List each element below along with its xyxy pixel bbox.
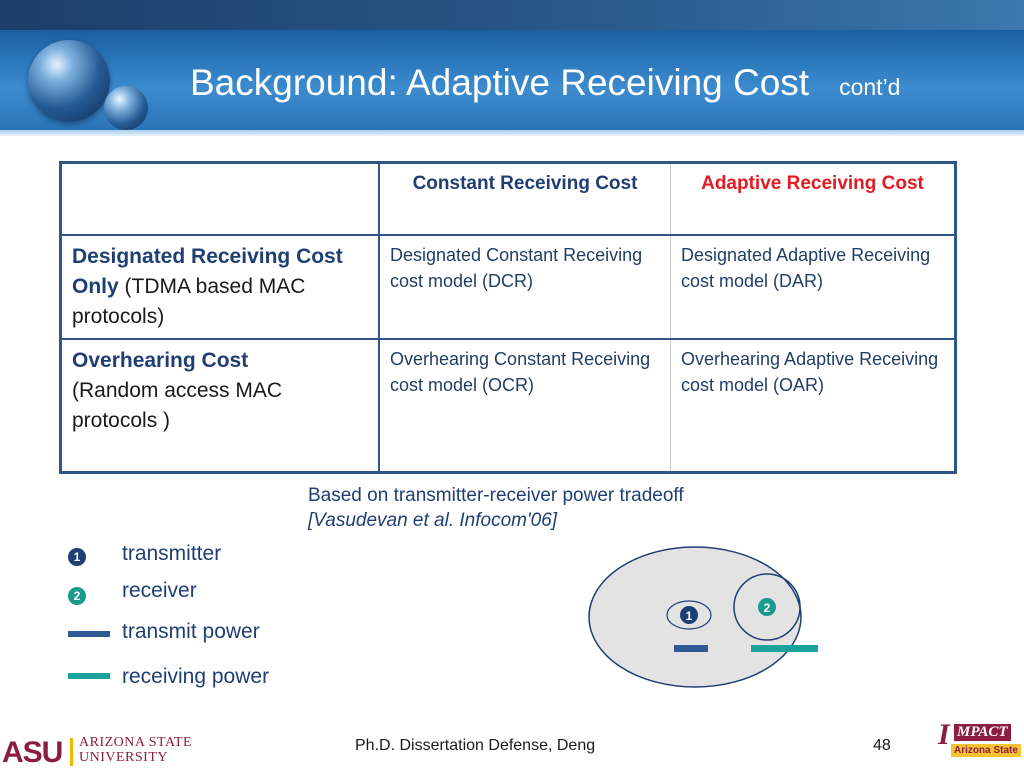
legend-label: transmitter: [122, 542, 222, 565]
dar-cell: Designated Adaptive Receiving cost model…: [670, 234, 956, 340]
oar-cell: Overhearing Adaptive Receiving cost mode…: [670, 338, 956, 473]
legend-label: transmit power: [122, 620, 260, 643]
asu-mark: ASU: [2, 736, 63, 769]
cost-model-table: Constant Receiving Cost Adaptive Receivi…: [59, 161, 957, 474]
receiving-power-bar: [751, 645, 818, 652]
transmit-power-bar: [674, 645, 708, 652]
asu-line1: ARIZONA STATE: [79, 735, 193, 750]
impact-logo: I MPACT Arizona State: [938, 710, 1021, 766]
asu-divider: [70, 738, 73, 766]
asu-wordmark: ARIZONA STATE UNIVERSITY: [79, 735, 192, 765]
impact-logo-i: I: [938, 718, 950, 751]
row-label-bold: Designated Receiving Cost Only: [72, 244, 343, 298]
row-label-bold: Overhearing Cost: [72, 348, 249, 372]
slide-title: Background: Adaptive Receiving Cost cont’…: [190, 62, 900, 104]
impact-logo-text: MPACT: [954, 724, 1011, 741]
citation: [Vasudevan et al. Infocom'06]: [308, 510, 558, 531]
designated-receiving-row-label: Designated Receiving Cost Only (TDMA bas…: [60, 234, 380, 340]
receiver-node-label: 2: [764, 601, 771, 615]
constant-receiving-cost-header: Constant Receiving Cost: [378, 162, 671, 236]
table-header-row: Constant Receiving Cost Adaptive Receivi…: [60, 162, 956, 236]
table-row: Overhearing Cost (Random access MAC proto…: [60, 338, 956, 473]
small-sphere-decoration-icon: [104, 86, 148, 130]
title-bar: [0, 30, 1024, 136]
header-top-band: [0, 0, 1024, 30]
table-row: Designated Receiving Cost Only (TDMA bas…: [60, 234, 956, 340]
page-number: 48: [873, 737, 891, 754]
asu-line2: UNIVERSITY: [79, 750, 168, 765]
dcr-cell: Designated Constant Receiving cost model…: [378, 234, 671, 340]
transmitter-node-label: 1: [686, 609, 693, 623]
table-corner-cell: [60, 162, 380, 236]
legend-transmit-power: transmit power: [68, 620, 260, 646]
receive-range-circle: [733, 573, 801, 641]
asu-logo: ASU ARIZONA STATE UNIVERSITY: [2, 732, 202, 769]
slide-header: Background: Adaptive Receiving Cost cont’…: [0, 0, 1024, 136]
legend-receiver: 2 receiver: [68, 579, 197, 606]
legend-receiving-power: receiving power: [68, 664, 269, 688]
legend-label: receiver: [122, 579, 197, 602]
sphere-decoration-icon: [28, 40, 110, 122]
overhearing-row-label: Overhearing Cost (Random access MAC proto…: [60, 338, 380, 473]
transmitter-node-icon: [680, 606, 698, 624]
adaptive-receiving-cost-header: Adaptive Receiving Cost: [670, 162, 956, 236]
slide-title-suffix: cont’d: [839, 74, 901, 100]
transmitter-receiver-diagram: 1 2: [588, 546, 818, 688]
legend-transmitter: 1 transmitter: [68, 542, 221, 567]
transmitter-badge-icon: 1: [68, 548, 86, 566]
transmit-power-swatch: [68, 631, 110, 638]
slide-title-text: Background: Adaptive Receiving Cost: [190, 62, 810, 103]
row-label-rest: (Random access MAC protocols ): [72, 378, 283, 432]
legend-label: receiving power: [122, 665, 270, 688]
receiving-power-swatch: [68, 673, 110, 680]
tradeoff-note: Based on transmitter-receiver power trad…: [308, 483, 684, 533]
impact-logo-sub: Arizona State: [951, 744, 1021, 757]
receiver-node-icon: [758, 598, 776, 616]
presentation-title: Ph.D. Dissertation Defense, Deng: [355, 737, 596, 754]
row-label-rest: (TDMA based MAC protocols): [72, 274, 306, 328]
ocr-cell: Overhearing Constant Receiving cost mode…: [378, 338, 671, 473]
receiver-badge-icon: 2: [68, 587, 86, 605]
note-line: Based on transmitter-receiver power trad…: [308, 485, 684, 506]
